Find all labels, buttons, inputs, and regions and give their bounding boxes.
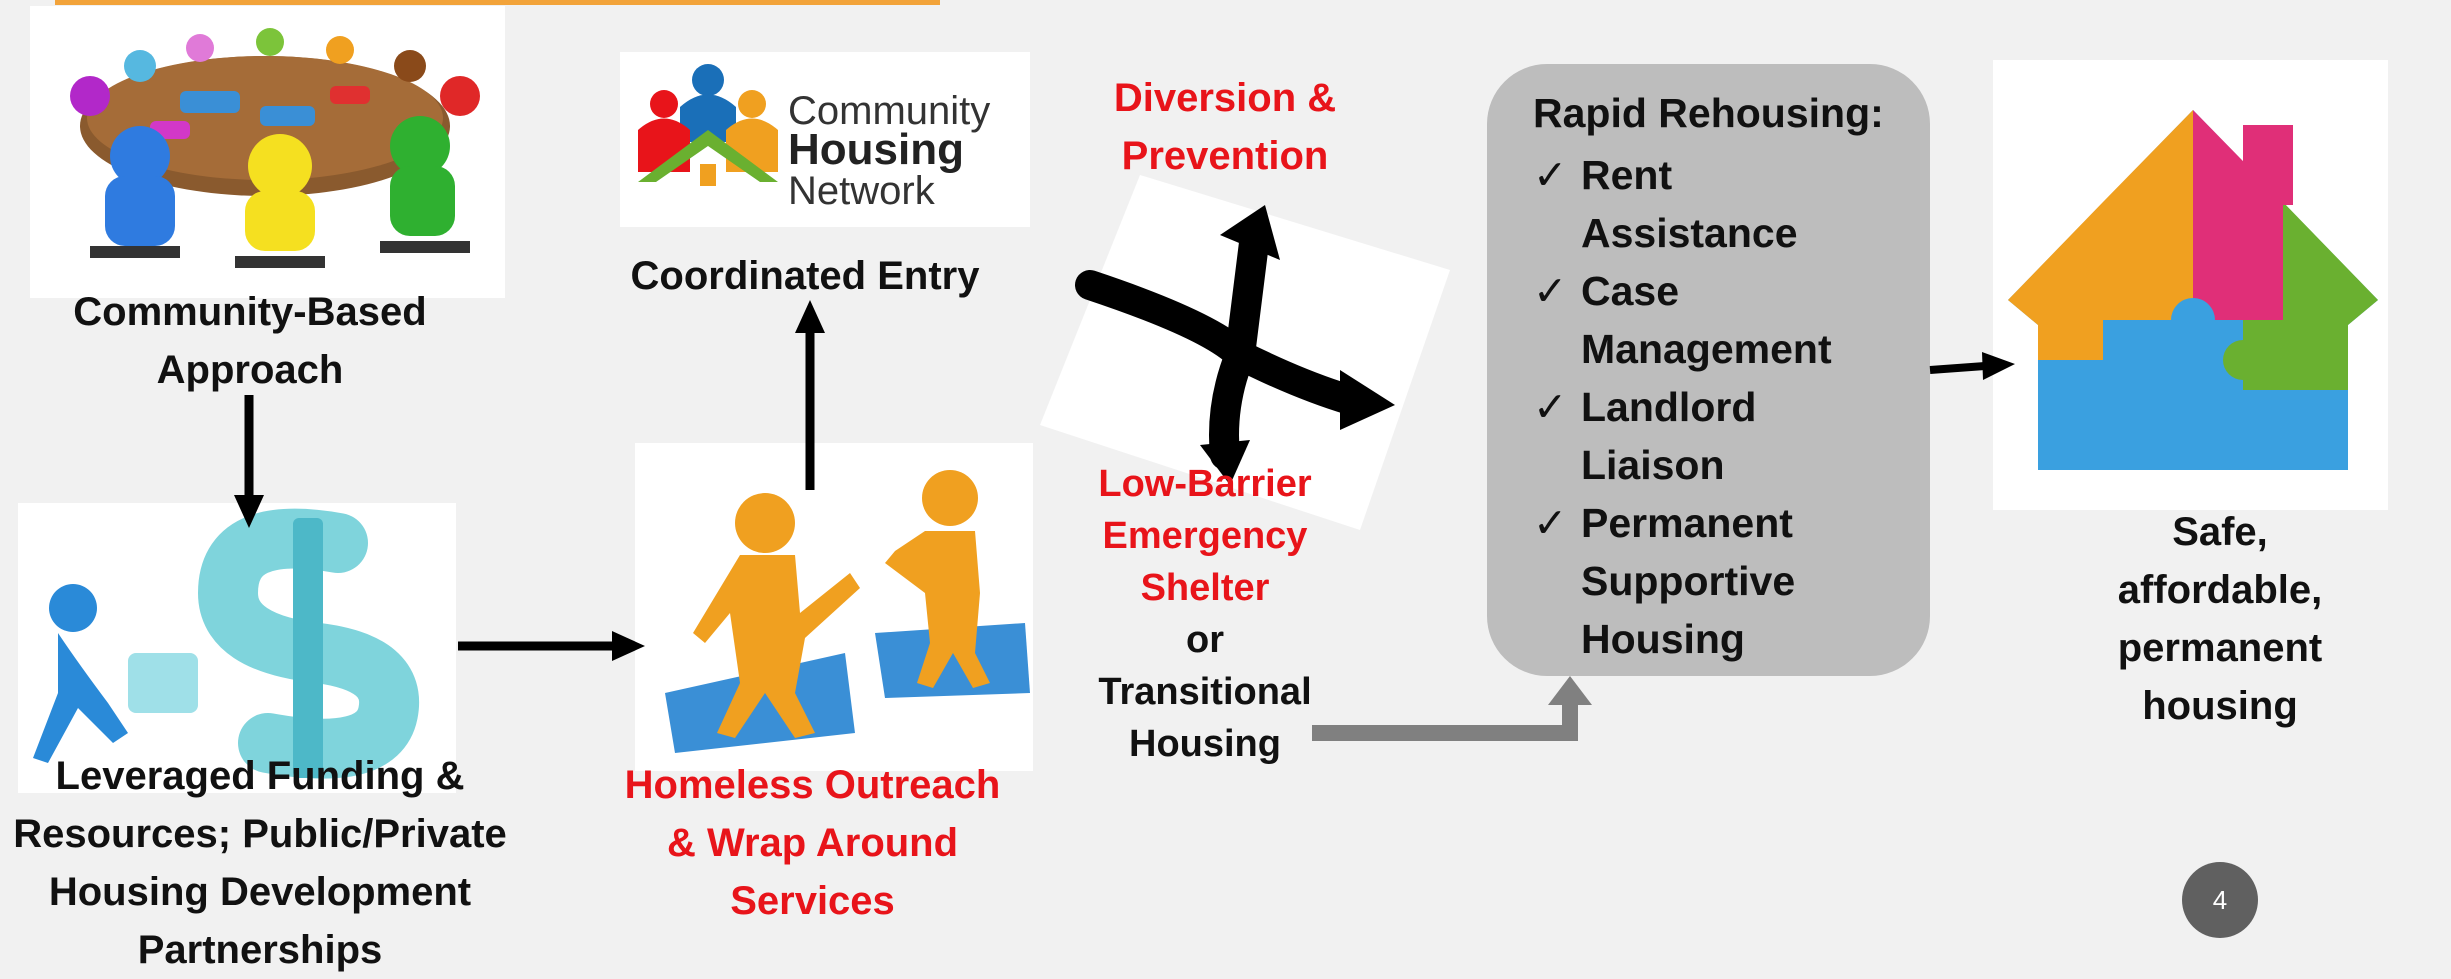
checkmark-icon: ✓ [1533, 267, 1568, 315]
svg-text:Housing: Housing [788, 125, 964, 174]
house-puzzle-icon [2008, 110, 2378, 470]
funding-puzzle-illustration [18, 503, 456, 793]
rapid-rehousing-box: Rapid Rehousing: ✓ Rent Assistance ✓ Cas… [1487, 64, 1930, 676]
arrow-funding-to-outreach [458, 631, 645, 661]
checkmark-icon: ✓ [1533, 383, 1568, 431]
safe-housing-label: Safe, affordable, permanent housing [2117, 510, 2323, 728]
page-number-badge: 4 [2182, 862, 2258, 938]
coordinated-entry-label: Coordinated Entry [630, 254, 980, 298]
split-path-arrow-icon [1040, 175, 1450, 530]
list-item-landlord-liaison: ✓ Landlord Liaison [1533, 378, 1832, 494]
leveraged-funding-label: Leveraged Funding & Resources; Public/Pr… [13, 754, 507, 972]
list-item-rent-assistance: ✓ Rent Assistance [1533, 146, 1832, 262]
outreach-figures-illustration [635, 443, 1033, 771]
rapid-rehousing-title: Rapid Rehousing: [1533, 90, 1884, 136]
list-item-permanent-supportive-housing: ✓ Permanent Supportive Housing [1533, 494, 1832, 668]
svg-text:Network: Network [788, 169, 936, 213]
checkmark-icon: ✓ [1533, 151, 1568, 199]
diversion-prevention-label: Diversion & Prevention [1113, 76, 1337, 178]
top-accent-bar [55, 0, 940, 5]
community-housing-network-logo: Community Housing Network [620, 52, 1030, 227]
community-table-illustration [30, 6, 505, 298]
helping-hand-figures-graphic [665, 470, 1030, 753]
arrow-shelter-to-rapid [1312, 676, 1592, 741]
homeless-outreach-label: Homeless Outreach & Wrap Around Services [624, 763, 1001, 923]
shelter-label: Low-Barrier Emergency Shelter or Transit… [1098, 463, 1312, 765]
meeting-table-graphic [70, 28, 480, 268]
checkmark-icon: ✓ [1533, 499, 1568, 547]
chn-people-logo-icon: Community Housing Network [638, 64, 990, 213]
svg-text:Community: Community [788, 89, 990, 133]
community-based-approach-label: Community-Based Approach [73, 290, 427, 392]
list-item-case-management: ✓ Case Management [1533, 262, 1832, 378]
puzzle-house-illustration [1993, 60, 2388, 510]
rapid-rehousing-list: ✓ Rent Assistance ✓ Case Management ✓ La… [1533, 146, 1832, 668]
split-arrow-illustration [1040, 175, 1450, 530]
dollar-puzzle-graphic [33, 508, 420, 779]
